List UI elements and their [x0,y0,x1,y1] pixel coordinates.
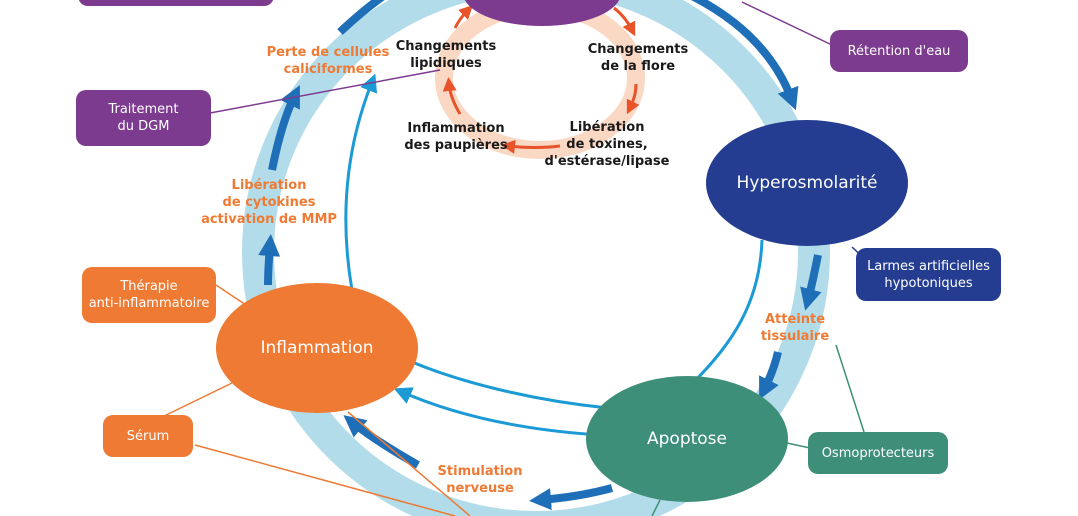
label-changements-lipidiques: Changements lipidiques [395,39,497,71]
arrow-inflammation-up [258,234,281,286]
label-stimulation-nerveuse: Stimulation nerveuse [437,464,523,496]
arrow-inner-right [626,83,640,115]
apoptose-node: Apoptose [586,376,788,502]
arrow-atteinte-to-apoptose [759,351,782,400]
connector-serum-inflammation [159,382,233,419]
retention-eau-box: Rétention d'eau [830,30,968,72]
label-liberation-toxines: Libération de toxines, d'estérase/lipase [544,120,670,169]
arrow-inner-top-right [613,6,636,37]
arrow-apoptose-to-inflammation-inner [411,360,609,410]
hyperosmolarite-node: Hyperosmolarité [706,120,908,246]
inflammation-node: Inflammation [216,283,418,413]
connector-osmoprotecteurs-vertical [835,344,865,433]
serum-box: Sérum [103,415,193,457]
outer-cycle-ring [242,0,830,516]
label-inflammation-paupieres: Inflammation des paupières [404,121,508,153]
arrow-inner-bottom [501,139,561,154]
arrow-apoptose-to-inflammation-outer [393,387,601,437]
connector-traitement-dgm [209,69,441,114]
osmoprotecteurs-box: Osmoprotecteurs [808,432,948,474]
connector-therapie [215,284,247,306]
arrow-apoptose-to-bottom [529,484,614,511]
top-left-purple-box [78,0,274,6]
connector-retention-eau [741,1,833,46]
arrow-inner-left [442,77,462,115]
connector-serum-bottom [194,444,456,516]
therapie-anti-inflammatoire-box: Thérapie anti-inflammatoire [82,267,216,323]
arrow-inflammation-to-dgm [344,73,378,291]
arrow-hyperosmolarite-down [800,254,822,311]
arrow-inner-top-left [453,5,473,29]
arrow-cytokines-up [268,85,300,171]
connector-inflammation-bottom [347,411,471,516]
arrow-top-left [337,0,385,35]
label-liberation-cytokines: Libération de cytokines activation de MM… [201,178,337,227]
connector-osmoprotecteurs-apoptose [786,442,811,449]
label-atteinte-tissulaire: Atteinte tissulaire [760,312,830,344]
arrow-top-to-hyperosmolarite [690,0,799,111]
connector-apoptose-bottom [651,499,661,516]
label-changements-flore: Changements de la flore [587,42,689,74]
arrow-stimulation-to-inflammation [343,415,420,469]
larmes-artificielles-box: Larmes artificielles hypotoniques [856,248,1001,301]
label-perte-cellules: Perte de cellules caliciformes [266,45,390,77]
traitement-dgm-box: Traitement du DGM [76,90,211,146]
